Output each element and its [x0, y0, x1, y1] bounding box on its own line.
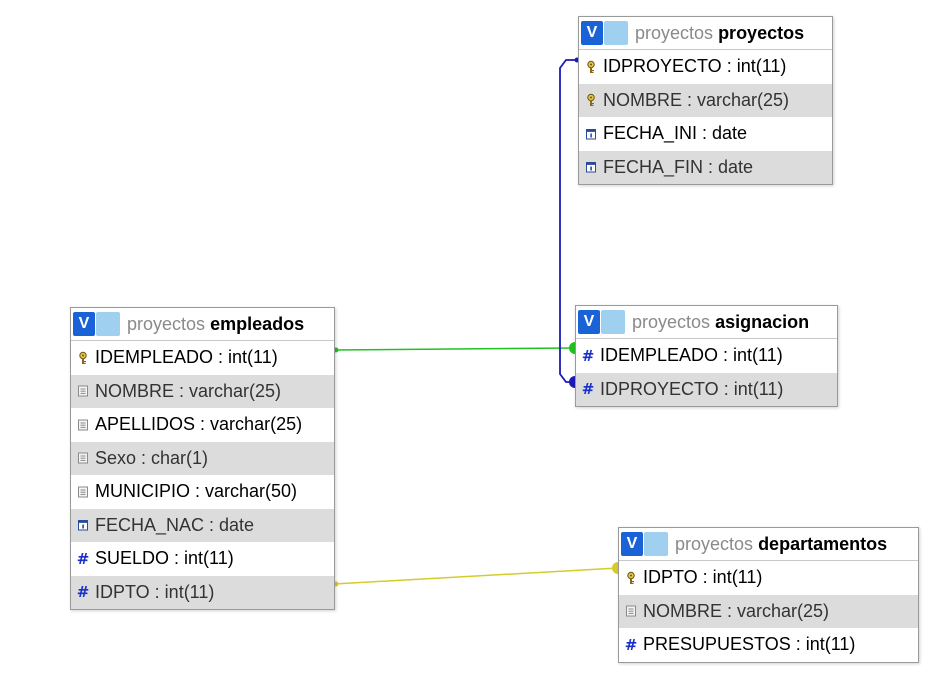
column-label: NOMBRE : varchar(25)	[95, 380, 282, 401]
column-label: PRESUPUESTOS : int(11)	[643, 634, 856, 655]
numeric-column-icon: #	[624, 635, 638, 654]
numeric-column-icon: #	[76, 583, 90, 602]
database-label: proyectos	[675, 533, 754, 554]
column-label: FECHA_INI : date	[603, 123, 748, 144]
column-label: IDEMPLEADO : int(11)	[600, 345, 783, 366]
column-list: # IDEMPLEADO : int(11) # IDPROYECTO : int(1…	[576, 339, 837, 406]
column-label: IDPTO : int(11)	[643, 567, 763, 588]
database-label: proyectos	[635, 22, 714, 43]
text-column-icon	[77, 384, 89, 398]
table-name: empleados	[210, 313, 305, 334]
gear-icon[interactable]	[601, 310, 625, 334]
table-departamentos[interactable]: V proyectos departamentos IDPTO : int(11…	[618, 527, 919, 663]
table-row[interactable]: MUNICIPIO : varchar(50)	[71, 475, 334, 509]
gear-icon[interactable]	[644, 532, 668, 556]
table-row[interactable]: # IDEMPLEADO : int(11)	[576, 339, 837, 373]
column-list: IDPTO : int(11) NOMBRE : varchar(25) # PRES…	[619, 561, 918, 662]
column-label: APELLIDOS : varchar(25)	[95, 414, 303, 435]
collapse-toggle-button[interactable]: V	[73, 312, 95, 336]
collapse-toggle-button[interactable]: V	[621, 532, 643, 556]
column-label: MUNICIPIO : varchar(50)	[95, 481, 298, 502]
primary-key-icon	[77, 351, 89, 365]
table-row[interactable]: APELLIDOS : varchar(25)	[71, 408, 334, 442]
column-label: NOMBRE : varchar(25)	[643, 600, 830, 621]
table-row[interactable]: # IDPROYECTO : int(11)	[576, 372, 837, 406]
table-row[interactable]: IDPTO : int(11)	[619, 561, 918, 595]
text-column-icon	[77, 418, 89, 432]
numeric-column-icon: #	[581, 380, 595, 399]
table-row[interactable]: IDPROYECTO : int(11)	[579, 50, 832, 84]
table-title: proyectos proyectos	[635, 23, 804, 44]
column-label: Sexo : char(1)	[95, 447, 209, 468]
table-header[interactable]: V proyectos departamentos	[619, 528, 918, 561]
table-name: departamentos	[758, 533, 888, 554]
column-label: IDEMPLEADO : int(11)	[95, 347, 278, 368]
column-label: SUELDO : int(11)	[95, 548, 234, 569]
numeric-column-icon: #	[581, 346, 595, 365]
primary-key-icon	[585, 60, 597, 74]
table-row[interactable]: # PRESUPUESTOS : int(11)	[619, 628, 918, 662]
table-title: proyectos departamentos	[675, 534, 887, 555]
table-header[interactable]: V proyectos empleados	[71, 308, 334, 341]
date-column-icon	[585, 160, 597, 174]
gear-icon[interactable]	[96, 312, 120, 336]
table-row[interactable]: NOMBRE : varchar(25)	[579, 83, 832, 117]
relation-empleados-asignacion[interactable]	[333, 342, 576, 354]
gear-icon[interactable]	[604, 21, 628, 45]
column-label: FECHA_NAC : date	[95, 514, 255, 535]
table-row[interactable]: FECHA_INI : date	[579, 117, 832, 151]
text-column-icon	[77, 451, 89, 465]
table-title: proyectos asignacion	[632, 312, 809, 333]
text-column-icon	[77, 485, 89, 499]
table-header[interactable]: V proyectos proyectos	[579, 17, 832, 50]
table-name: asignacion	[715, 311, 810, 332]
column-label: FECHA_FIN : date	[603, 156, 754, 177]
date-column-icon	[585, 127, 597, 141]
primary-key-icon	[585, 93, 597, 107]
table-title: proyectos empleados	[127, 314, 304, 335]
column-label: IDPROYECTO : int(11)	[600, 378, 784, 399]
column-list: IDPROYECTO : int(11) NOMBRE : varchar(25)…	[579, 50, 832, 184]
text-column-icon	[625, 604, 637, 618]
table-row[interactable]: NOMBRE : varchar(25)	[619, 594, 918, 628]
collapse-toggle-button[interactable]: V	[581, 21, 603, 45]
column-label: NOMBRE : varchar(25)	[603, 89, 790, 110]
table-header[interactable]: V proyectos asignacion	[576, 306, 837, 339]
column-label: IDPTO : int(11)	[95, 581, 215, 602]
table-row[interactable]: # SUELDO : int(11)	[71, 542, 334, 576]
column-list: IDEMPLEADO : int(11) NOMBRE : varchar(25)…	[71, 341, 334, 609]
table-row[interactable]: FECHA_FIN : date	[579, 150, 832, 184]
database-label: proyectos	[127, 313, 206, 334]
table-empleados[interactable]: V proyectos empleados IDEMPLEADO : int(1…	[70, 307, 335, 610]
database-label: proyectos	[632, 311, 711, 332]
table-row[interactable]: Sexo : char(1)	[71, 441, 334, 475]
relation-departamentos-empleados[interactable]	[333, 562, 619, 587]
table-row[interactable]: FECHA_NAC : date	[71, 508, 334, 542]
numeric-column-icon: #	[76, 549, 90, 568]
table-row[interactable]: # IDPTO : int(11)	[71, 575, 334, 609]
collapse-toggle-button[interactable]: V	[578, 310, 600, 334]
table-proyectos[interactable]: V proyectos proyectos IDPROYECTO : int(1…	[578, 16, 833, 185]
column-label: IDPROYECTO : int(11)	[603, 56, 787, 77]
primary-key-icon	[625, 571, 637, 585]
table-asignacion[interactable]: V proyectos asignacion # IDEMPLEADO : int…	[575, 305, 838, 407]
table-row[interactable]: NOMBRE : varchar(25)	[71, 374, 334, 408]
table-name: proyectos	[718, 22, 805, 43]
date-column-icon	[77, 518, 89, 532]
table-row[interactable]: IDEMPLEADO : int(11)	[71, 341, 334, 375]
